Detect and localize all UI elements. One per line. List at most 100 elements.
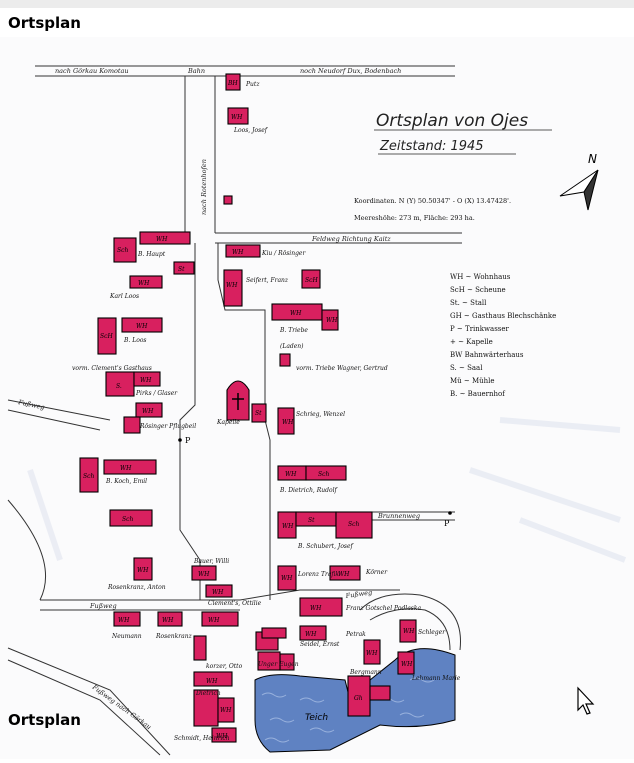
- svg-text:WH: WH: [232, 249, 244, 256]
- svg-text:WH: WH: [212, 589, 224, 596]
- svg-text:WH: WH: [198, 571, 210, 578]
- svg-text:Bahn: Bahn: [187, 67, 205, 75]
- svg-text:WH: WH: [220, 707, 232, 714]
- svg-text:+ ~ Kapelle: + ~ Kapelle: [450, 338, 493, 346]
- svg-text:WH: WH: [118, 617, 130, 624]
- svg-text:nach Görkau Komotau: nach Görkau Komotau: [55, 67, 129, 75]
- svg-text:Bergmann: Bergmann: [349, 669, 382, 676]
- svg-text:P: P: [185, 436, 191, 445]
- svg-text:Lorenz Trafik: Lorenz Trafik: [297, 571, 339, 578]
- buildings: [79, 73, 417, 743]
- svg-text:Unger Eugen: Unger Eugen: [258, 661, 299, 668]
- svg-text:ScH: ScH: [305, 277, 318, 284]
- svg-text:BH: BH: [227, 80, 238, 87]
- svg-text:Körner: Körner: [365, 569, 388, 576]
- page-title: Ortsplan: [8, 14, 81, 32]
- svg-text:Schleger: Schleger: [418, 629, 446, 636]
- svg-text:(Laden): (Laden): [280, 343, 304, 350]
- svg-text:Putz: Putz: [245, 81, 260, 88]
- svg-text:St: St: [178, 266, 185, 273]
- svg-text:Gh: Gh: [354, 695, 363, 702]
- svg-text:Brunnenweg: Brunnenweg: [377, 512, 420, 520]
- svg-text:WH: WH: [403, 628, 415, 635]
- svg-text:WH: WH: [226, 282, 238, 289]
- svg-text:WH: WH: [120, 465, 132, 472]
- svg-text:Kiu / Rösinger: Kiu / Rösinger: [261, 250, 306, 257]
- svg-text:WH: WH: [366, 650, 378, 657]
- svg-text:WH: WH: [138, 280, 150, 287]
- svg-text:Clement's, Ottilie: Clement's, Ottilie: [208, 600, 262, 607]
- svg-text:WH: WH: [281, 575, 293, 582]
- svg-text:Rosenkranz: Rosenkranz: [155, 633, 193, 640]
- svg-text:WH: WH: [326, 317, 338, 324]
- svg-text:Sch: Sch: [122, 516, 133, 523]
- owner-names: Putz Loos, Josef Kiu / Rösinger B. Haupt…: [72, 81, 461, 742]
- svg-text:St: St: [308, 517, 315, 524]
- svg-text:Seifert, Franz: Seifert, Franz: [246, 277, 289, 284]
- svg-text:Sch: Sch: [117, 247, 128, 254]
- svg-text:WH: WH: [290, 310, 302, 317]
- svg-text:B. ~ Bauernhof: B. ~ Bauernhof: [450, 390, 506, 398]
- svg-text:Schmidt, Heinrich: Schmidt, Heinrich: [174, 735, 230, 742]
- svg-text:B. Schubert, Josef: B. Schubert, Josef: [297, 543, 355, 550]
- svg-text:WH: WH: [282, 523, 294, 530]
- elevation-text: Meereshöhe: 273 m, Fläche: 293 ha.: [354, 214, 475, 222]
- svg-text:WH: WH: [305, 631, 317, 638]
- svg-text:P ~ Trinkwasser: P ~ Trinkwasser: [450, 325, 510, 333]
- svg-text:Lehmann Marie: Lehmann Marie: [411, 675, 461, 682]
- svg-text:Rösinger Pflugbeil: Rösinger Pflugbeil: [139, 423, 196, 430]
- svg-text:Sch: Sch: [83, 473, 94, 480]
- bottom-title: Ortsplan: [8, 711, 81, 729]
- legend: WH ~ Wohnhaus ScH ~ Scheune St. ~ Stall …: [450, 273, 556, 398]
- roads: [7, 65, 462, 756]
- svg-text:WH: WH: [206, 678, 218, 685]
- map-subtitle: Zeitstand: 1945: [379, 139, 484, 154]
- svg-text:Mü ~ Mühle: Mü ~ Mühle: [450, 377, 495, 385]
- svg-text:korzer, Otto: korzer, Otto: [206, 663, 243, 670]
- svg-text:P: P: [444, 519, 450, 528]
- svg-text:Petrak: Petrak: [345, 631, 366, 638]
- svg-text:Rosenkranz, Anton: Rosenkranz, Anton: [107, 584, 166, 591]
- svg-text:Bauer, Willi: Bauer, Willi: [193, 558, 229, 565]
- north-arrow-icon: N: [559, 152, 599, 211]
- svg-text:WH: WH: [162, 617, 174, 624]
- svg-text:Franz Gotschel Podlaska: Franz Gotschel Podlaska: [345, 605, 421, 612]
- svg-text:vorm. Clement's Gasthaus: vorm. Clement's Gasthaus: [72, 365, 152, 372]
- svg-text:Fußweg: Fußweg: [89, 602, 117, 610]
- map-title: Ortsplan von Ojes: [376, 111, 528, 131]
- svg-text:B. Loos: B. Loos: [123, 337, 147, 344]
- svg-text:WH: WH: [208, 617, 220, 624]
- svg-text:Seidel, Ernst: Seidel, Ernst: [300, 641, 340, 648]
- svg-text:vorm. Triebe Wagner, Gertrud: vorm. Triebe Wagner, Gertrud: [296, 365, 388, 372]
- pond-label: Teich: [305, 713, 328, 723]
- svg-text:ScH: ScH: [100, 333, 113, 340]
- svg-text:WH: WH: [142, 408, 154, 415]
- svg-text:Loos, Josef: Loos, Josef: [233, 127, 269, 134]
- svg-text:nach Rotenhofen: nach Rotenhofen: [200, 159, 208, 215]
- svg-text:noch Neudorf Dux, Bodenbach: noch Neudorf Dux, Bodenbach: [300, 67, 401, 75]
- watermark-shapes: [27, 417, 627, 563]
- svg-text:Fußweg: Fußweg: [344, 588, 372, 600]
- svg-text:WH: WH: [310, 605, 322, 612]
- svg-text:Pirks / Glaser: Pirks / Glaser: [135, 390, 178, 397]
- svg-text:B. Haupt: B. Haupt: [137, 251, 166, 258]
- page-header: Ortsplan: [0, 0, 634, 37]
- svg-text:Schrieg, Wenzel: Schrieg, Wenzel: [296, 411, 345, 418]
- svg-text:WH: WH: [137, 567, 149, 574]
- svg-text:WH: WH: [282, 419, 294, 426]
- coordinates-text: Koordinaten. N (Y) 50.50347' - O (X) 13.…: [354, 197, 511, 205]
- svg-text:BW Bahnwärterhaus: BW Bahnwärterhaus: [450, 351, 524, 359]
- svg-text:WH: WH: [136, 323, 148, 330]
- svg-text:B. Dietrich, Rudolf: B. Dietrich, Rudolf: [279, 487, 338, 494]
- chapel-cross-icon: [232, 393, 244, 410]
- svg-text:Sch: Sch: [318, 471, 329, 478]
- svg-text:Neumann: Neumann: [111, 633, 142, 640]
- water-markers: P P: [178, 436, 452, 528]
- svg-text:WH ~ Wohnhaus: WH ~ Wohnhaus: [450, 273, 511, 281]
- svg-text:WH: WH: [338, 571, 350, 578]
- svg-text:ScH ~ Scheune: ScH ~ Scheune: [450, 286, 506, 294]
- svg-text:WH: WH: [156, 236, 168, 243]
